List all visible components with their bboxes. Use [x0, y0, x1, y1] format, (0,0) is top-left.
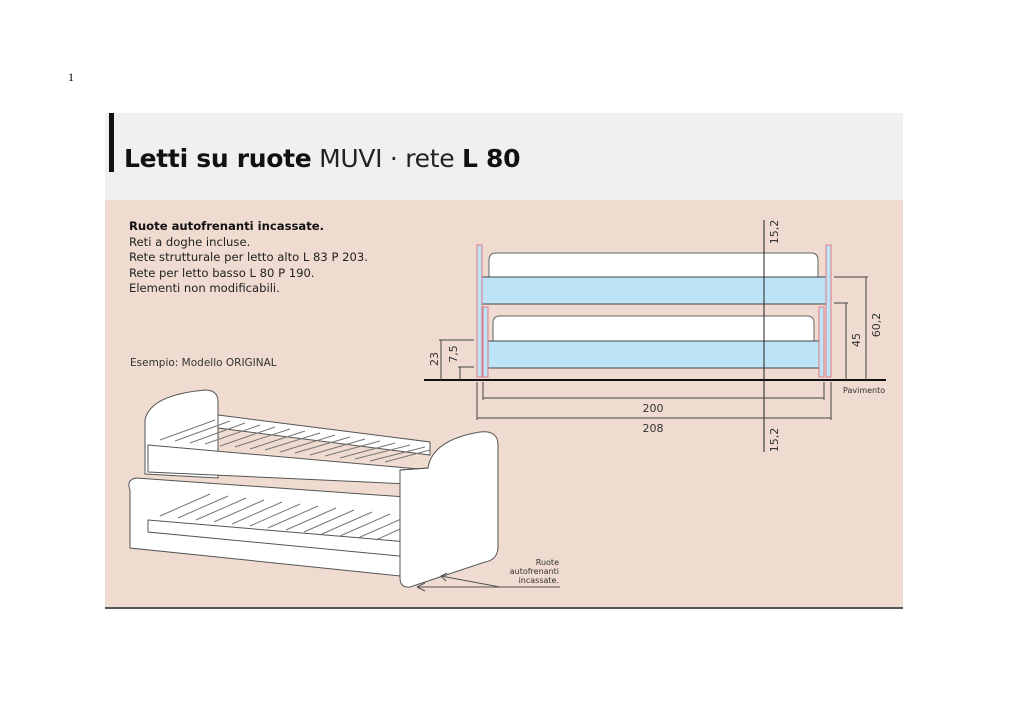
desc-line: Ruote autofrenanti incassate.: [129, 219, 325, 233]
floor-label: Pavimento: [843, 386, 885, 395]
desc-line: Rete per letto basso L 80 P 190.: [129, 265, 315, 280]
example-label: Esempio: Modello ORIGINAL: [130, 357, 277, 369]
dim-top-15-label: 15,2: [768, 220, 781, 245]
footboard-iso: [399, 431, 499, 588]
upper-right-post: [825, 244, 832, 378]
wheel-callout-arrows: [416, 572, 560, 592]
dim-23-label: 23: [428, 352, 441, 366]
dim-bottom-15-label: 15,2: [768, 428, 781, 453]
description: Ruote autofrenanti incassate. Reti a dog…: [129, 219, 368, 297]
desc-line: Reti a doghe incluse.: [129, 234, 251, 249]
upper-slats: [159, 419, 431, 463]
sheet-header: Letti su ruote MUVI · rete L 80: [105, 113, 903, 200]
upper-left-post: [476, 244, 483, 378]
lower-right-post: [818, 306, 825, 378]
upper-side-rail: [217, 414, 431, 456]
dim-60-label: 60,2: [870, 313, 883, 338]
dim-200-label: 200: [643, 402, 664, 415]
dim-7-5-label: 7,5: [447, 345, 460, 363]
dim-208-label: 208: [643, 422, 664, 435]
bed-illustration: [128, 389, 499, 588]
title-model: MUVI · rete: [319, 144, 455, 173]
header-accent-bar: [109, 113, 114, 172]
wheel-callout-line: incassate.: [519, 576, 559, 585]
wheel-callout-line: Ruote: [536, 558, 559, 567]
upper-headboard: [488, 252, 819, 277]
page-title: Letti su ruote MUVI · rete L 80: [124, 144, 520, 173]
upper-mattress: [481, 276, 827, 305]
lower-mattress: [487, 340, 820, 369]
desc-line: Elementi non modificabili.: [129, 281, 280, 296]
title-bold: Letti su ruote: [124, 144, 312, 173]
desc-line: Rete strutturale per letto alto L 83 P 2…: [129, 250, 368, 265]
lower-headboard: [492, 315, 815, 341]
page-number: 1: [68, 70, 74, 84]
wheel-callout-line: autofrenanti: [510, 567, 559, 576]
lower-slats: [159, 493, 421, 541]
dim-45-label: 45: [850, 333, 863, 347]
side-elevation: [424, 220, 886, 452]
lower-left-post: [482, 306, 489, 378]
title-size: L 80: [461, 144, 521, 173]
